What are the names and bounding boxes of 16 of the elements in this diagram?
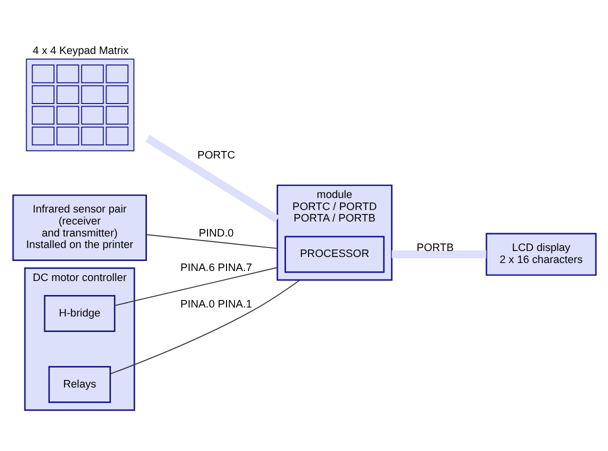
edge-label: PIND.0 xyxy=(198,226,234,239)
edge-label: PORTB xyxy=(416,242,454,254)
node-label: 4 x 4 Keypad Matrix xyxy=(32,44,129,56)
node-box: LCD display 2 x 16 characters xyxy=(486,232,597,276)
edge-label: PORTC xyxy=(197,148,236,161)
connector xyxy=(392,250,486,258)
connector xyxy=(145,134,280,222)
node-box: Infrared sensor pair (receiver and transmitter) Installed on the printer xyxy=(12,194,147,260)
edge-label: PINA.6 PINA.7 xyxy=(180,261,252,274)
connector xyxy=(146,234,278,248)
connector xyxy=(114,266,278,306)
node-box: H-bridge xyxy=(44,294,116,332)
node-box: PROCESSOR xyxy=(284,235,385,272)
node-box: Relays xyxy=(48,366,111,403)
edge-label: PINA.0 PINA.1 xyxy=(180,298,252,310)
connector xyxy=(110,279,300,374)
